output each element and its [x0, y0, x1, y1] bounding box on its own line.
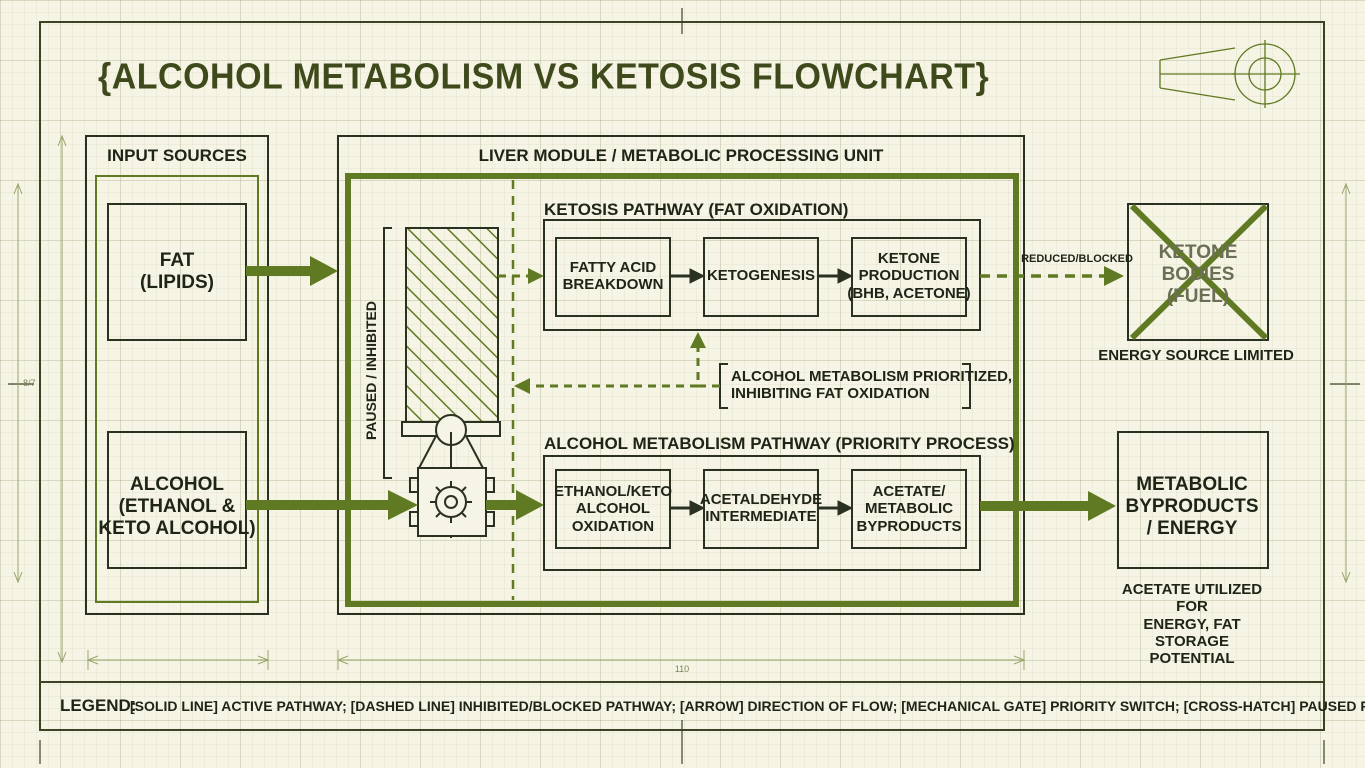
- ketone-bodies-label: KETONE BODIES (FUEL): [1158, 242, 1238, 307]
- alcohol-label: ALCOHOL (ETHANOL & KETO ALCOHOL): [98, 474, 256, 539]
- input-sources-inner-frame: [95, 175, 259, 603]
- reduced-blocked-label: REDUCED/BLOCKED: [1021, 253, 1133, 265]
- byproducts-caption: ACETATE UTILIZED FOR ENERGY, FAT STORAGE…: [1121, 581, 1263, 667]
- dimension-guides: [13, 134, 1351, 670]
- input-sources-panel: [85, 135, 269, 615]
- fatty-acid-label: FATTY ACID BREAKDOWN: [562, 259, 664, 294]
- legend-text: [SOLID LINE] ACTIVE PATHWAY; [DASHED LIN…: [130, 698, 1365, 714]
- acetate-box: [851, 469, 967, 549]
- byproducts-output-arrow: [980, 491, 1116, 521]
- inhibition-dashed-arrow: [528, 346, 720, 388]
- ketone-production-label: KETONE PRODUCTION (BHB, ACETONE): [847, 250, 971, 302]
- acetate-label: ACETATE/ METABOLIC BYPRODUCTS: [856, 483, 962, 535]
- liver-module-heading: LIVER MODULE / METABOLIC PROCESSING UNIT: [478, 146, 884, 165]
- registration-marks: [8, 8, 1360, 764]
- cross-hatch-paused-block: [405, 227, 499, 425]
- inhibition-note: ALCOHOL METABOLISM PRIORITIZED, INHIBITI…: [731, 368, 1013, 403]
- ketone-production-box: [851, 237, 967, 317]
- ketosis-pathway-heading: KETOSIS PATHWAY (FAT OXIDATION): [544, 200, 849, 219]
- acetaldehyde-label: ACETALDEHYDE INTERMEDIATE: [699, 491, 823, 526]
- byproducts-label: METABOLIC BYPRODUCTS / ENERGY: [1125, 474, 1259, 539]
- alcohol-input-arrow: [246, 490, 418, 520]
- ketone-bodies-box: [1127, 203, 1269, 341]
- liver-module-inner: [345, 173, 1019, 607]
- blocked-cross-icon: [1129, 203, 1269, 341]
- ethanol-oxidation-label: ETHANOL/KETO ALCOHOL OXIDATION: [553, 483, 673, 535]
- paused-inhibited-label: PAUSED / INHIBITED: [363, 301, 379, 440]
- page-title: {ALCOHOL METABOLISM VS KETOSIS FLOWCHART…: [98, 57, 990, 97]
- liver-module-outer: [337, 135, 1025, 615]
- mechanical-sketch-icon: [1159, 40, 1300, 108]
- inhibition-arrowhead-up: [690, 332, 706, 348]
- alcohol-to-pathway-arrow: [486, 490, 544, 520]
- alcohol-pathway-box: [543, 455, 981, 571]
- side-dimension-label: 8/7: [23, 378, 36, 388]
- paused-bracket: [383, 227, 392, 479]
- legend-label: LEGEND:: [60, 696, 137, 715]
- ketone-caption: ENERGY SOURCE LIMITED: [1098, 347, 1294, 364]
- fat-label: FAT (LIPIDS): [140, 250, 214, 293]
- fat-to-ketosis-dashed-arrow: [498, 268, 544, 284]
- mechanical-gate-icon: [401, 414, 501, 538]
- byproducts-box: [1117, 431, 1269, 569]
- alcohol-pathway-heading: ALCOHOL METABOLISM PATHWAY (PRIORITY PRO…: [544, 434, 1015, 453]
- ketogenesis-label: KETOGENESIS: [706, 267, 816, 284]
- blocked-ketone-dashed-arrow: [980, 266, 1124, 286]
- inhibition-arrowhead-left: [514, 378, 530, 394]
- step-arrows: [670, 268, 854, 516]
- fat-input-arrow: [246, 256, 338, 286]
- input-sources-heading: INPUT SOURCES: [107, 146, 247, 165]
- bottom-dimension-label: 110: [674, 664, 690, 674]
